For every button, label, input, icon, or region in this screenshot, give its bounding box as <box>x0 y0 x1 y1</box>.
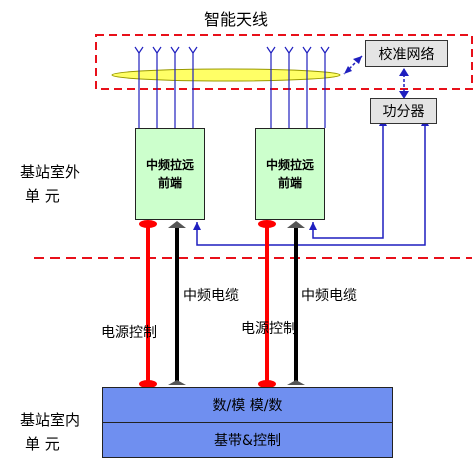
if-cable-label-right: 中频电缆 <box>301 288 357 304</box>
da-ad-block: 数/模 模/数 <box>103 388 392 423</box>
cable-connector-left-bottom <box>168 380 186 385</box>
calibration-antenna-arrowhead-b <box>344 66 352 74</box>
power-connector-left-top <box>139 220 157 228</box>
antenna-region-border <box>95 34 473 90</box>
if-cable-label-left: 中频电缆 <box>183 288 239 304</box>
if-front-end-right-line2: 前端 <box>277 176 302 190</box>
power-connector-right-bottom <box>258 380 276 388</box>
power-connector-right-top <box>258 220 276 228</box>
calibration-antenna-arrowhead-a <box>353 56 362 64</box>
if-front-end-left-line2: 前端 <box>157 176 182 190</box>
power-splitter-label: 功分器 <box>382 104 425 120</box>
indoor-unit-line1: 基站室内 <box>20 411 81 429</box>
baseband-control-label: 基带&控制 <box>214 433 281 449</box>
indoor-unit-line2: 单 元 <box>25 435 60 453</box>
left-antenna-elements <box>134 46 198 128</box>
power-control-label-right: 电源控制 <box>241 321 297 337</box>
indoor-unit-label: 基站室内 单 元 <box>20 408 80 456</box>
if-front-end-right: 中频拉远 前端 <box>255 128 325 220</box>
cable-connector-right-bottom <box>287 380 305 385</box>
front-end-arrow-left <box>193 222 201 230</box>
cable-connector-right-top <box>287 221 305 228</box>
if-front-end-left: 中频拉远 前端 <box>135 128 205 220</box>
outdoor-unit-line2: 单 元 <box>25 187 60 205</box>
baseband-control-block: 基带&控制 <box>103 423 392 457</box>
power-splitter-box: 功分器 <box>370 98 437 124</box>
da-ad-label: 数/模 模/数 <box>212 398 283 414</box>
power-connector-left-bottom <box>139 380 157 388</box>
calibration-network-label: 校准网络 <box>378 46 435 63</box>
outdoor-unit-label: 基站室外 单 元 <box>20 160 80 208</box>
front-end-arrow-right <box>309 222 317 230</box>
if-front-end-left-line1: 中频拉远 <box>145 158 194 172</box>
cable-connector-left-top <box>168 221 186 228</box>
if-front-end-right-line1: 中频拉远 <box>265 158 314 172</box>
power-control-label-left: 电源控制 <box>101 325 157 341</box>
outdoor-unit-line1: 基站室外 <box>20 163 81 181</box>
indoor-unit-block: 数/模 模/数 基带&控制 <box>102 387 393 458</box>
antenna-array-ellipse <box>111 68 341 82</box>
calibration-splitter-arrowhead-a <box>399 68 409 76</box>
calibration-network-box: 校准网络 <box>365 40 448 67</box>
calibration-splitter-arrowhead-b <box>399 91 409 99</box>
smart-antenna-label: 智能天线 <box>204 10 269 29</box>
right-antenna-elements <box>266 46 330 128</box>
